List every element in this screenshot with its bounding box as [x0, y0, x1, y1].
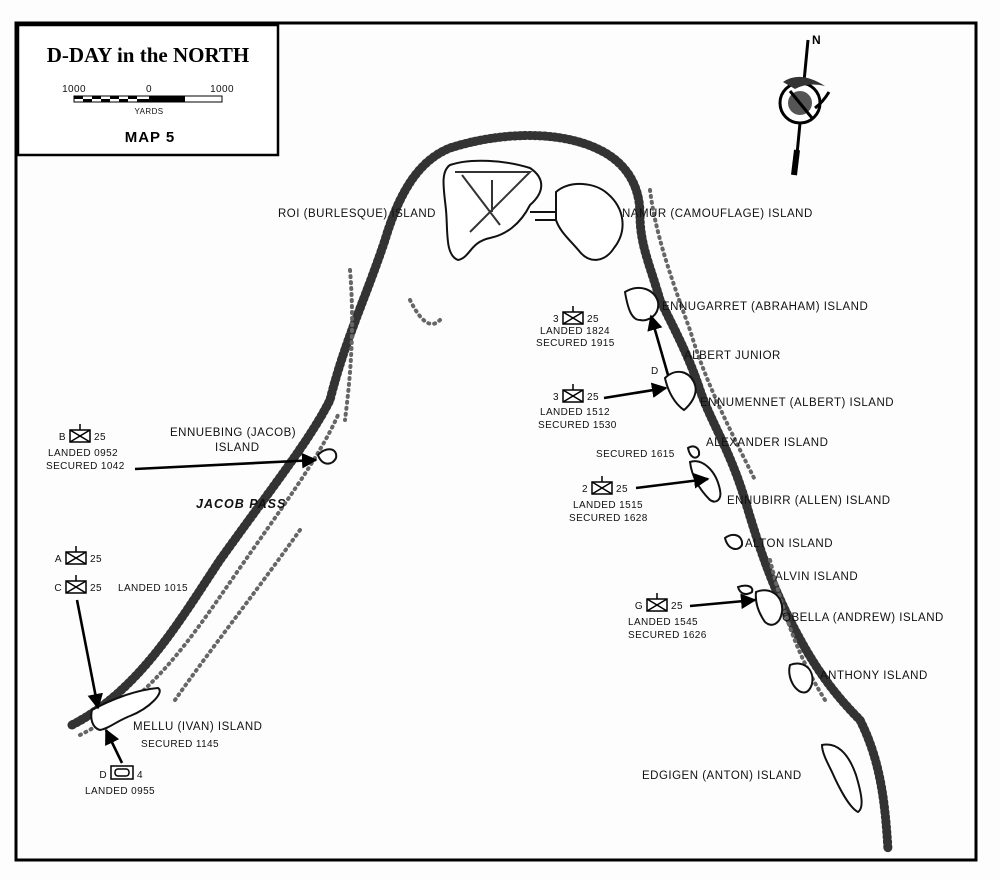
- svg-text:3: 3: [553, 392, 559, 403]
- unit-2-25-ennubirr: 2 25 LANDED 1515 SECURED 1628: [569, 476, 648, 524]
- ennugarret-label: ENNUGARRET (ABRAHAM) ISLAND: [662, 301, 868, 313]
- alexander-secured: SECURED 1615: [596, 449, 675, 460]
- svg-text:SECURED 1628: SECURED 1628: [569, 513, 648, 524]
- scale-left: 1000: [62, 84, 86, 95]
- albert-junior-label: ALBERT JUNIOR: [684, 350, 781, 362]
- anthony-island: [788, 662, 814, 694]
- obella-label: OBELLA (ANDREW) ISLAND: [782, 612, 944, 624]
- mellu-island: [90, 686, 161, 732]
- svg-text:B: B: [59, 432, 66, 443]
- arrow-to-ennubirr: [635, 473, 710, 490]
- alexander-label: ALEXANDER ISLAND: [706, 437, 828, 449]
- map-title: D-DAY in the NORTH: [47, 43, 249, 67]
- svg-text:SECURED 1915: SECURED 1915: [536, 338, 615, 349]
- roi-label: ROI (BURLESQUE) ISLAND: [278, 208, 436, 220]
- svg-text:LANDED 1515: LANDED 1515: [573, 500, 643, 511]
- edgigen-island: [820, 743, 863, 814]
- arrow-to-obella: [689, 593, 757, 610]
- scale-bar: 1000 0 1000 YARDS: [62, 84, 234, 116]
- mellu-secured: SECURED 1145: [141, 739, 219, 750]
- svg-text:SECURED 1042: SECURED 1042: [46, 461, 125, 472]
- unit-g-25-obella: G 25 LANDED 1545 SECURED 1626: [628, 593, 707, 641]
- alvin-island: [736, 584, 754, 596]
- arrow-to-mellu-from-north: [75, 599, 103, 710]
- anthony-label: ANTHONY ISLAND: [820, 670, 928, 682]
- alton-label: ALTON ISLAND: [745, 538, 833, 550]
- arrow-to-ennumennet: [603, 382, 668, 400]
- svg-text:LANDED 0952: LANDED 0952: [48, 448, 118, 459]
- svg-text:2: 2: [582, 484, 588, 495]
- svg-text:25: 25: [671, 601, 683, 612]
- ennugarret-island: [623, 287, 660, 322]
- obella-island: [754, 589, 784, 626]
- map-frame: [14, 21, 978, 862]
- arrow-to-mellu-from-south: [104, 728, 124, 764]
- unit-3-25-ennugarret: 3 25 LANDED 1824 SECURED 1915: [536, 306, 615, 349]
- map-number: MAP 5: [125, 129, 176, 146]
- scale-right: 1000: [210, 84, 234, 95]
- svg-text:SECURED 1626: SECURED 1626: [628, 630, 707, 641]
- alexander-island: [686, 445, 701, 459]
- svg-text:LANDED 1015: LANDED 1015: [118, 583, 188, 594]
- jacob-pass-label: JACOB PASS: [196, 497, 286, 511]
- north-label: N: [812, 33, 821, 47]
- unit-a-25: A 25: [55, 546, 102, 565]
- ennumennet-label: ENNUMENNET (ALBERT) ISLAND: [700, 397, 894, 409]
- edgigen-label: EDGIGEN (ANTON) ISLAND: [642, 770, 802, 782]
- svg-text:LANDED 0955: LANDED 0955: [85, 786, 155, 797]
- unit-3-25-ennumennet: 3 25 LANDED 1512 SECURED 1530: [538, 384, 617, 431]
- svg-text:C: C: [54, 583, 62, 594]
- svg-text:LANDED 1824: LANDED 1824: [540, 326, 610, 337]
- ennumennet-island: [663, 370, 697, 412]
- unit-b-25-ennuebing: B 25 LANDED 0952 SECURED 1042: [46, 424, 125, 472]
- svg-text:A: A: [55, 554, 62, 565]
- scale-center: 0: [146, 84, 152, 95]
- albert-junior-marker: D: [651, 366, 659, 377]
- svg-text:25: 25: [616, 484, 628, 495]
- alton-island: [723, 533, 744, 551]
- svg-text:4: 4: [137, 770, 143, 781]
- svg-text:25: 25: [587, 392, 599, 403]
- unit-c-25: C 25 LANDED 1015: [54, 575, 188, 594]
- svg-text:3: 3: [553, 314, 559, 325]
- svg-text:LANDED 1512: LANDED 1512: [540, 407, 610, 418]
- svg-text:25: 25: [94, 432, 106, 443]
- svg-text:LANDED 1545: LANDED 1545: [628, 617, 698, 628]
- mellu-label: MELLU (IVAN) ISLAND: [133, 721, 262, 733]
- alvin-label: ALVIN ISLAND: [775, 571, 858, 583]
- namur-island: [530, 183, 624, 261]
- ennubirr-label: ENNUBIRR (ALLEN) ISLAND: [727, 495, 891, 507]
- unit-d-4: D 4 LANDED 0955: [85, 765, 155, 797]
- svg-text:25: 25: [587, 314, 599, 325]
- namur-label: NAMUR (CAMOUFLAGE) ISLAND: [622, 208, 813, 220]
- emblem-icon: [778, 76, 831, 125]
- svg-text:SECURED 1530: SECURED 1530: [538, 420, 617, 431]
- svg-text:25: 25: [90, 583, 102, 594]
- scale-unit: YARDS: [135, 107, 164, 116]
- north-arrow-icon: N: [778, 33, 831, 176]
- arrow-to-ennuebing: [134, 452, 318, 471]
- arrow-to-ennugarret: [647, 314, 670, 376]
- svg-text:25: 25: [90, 554, 102, 565]
- svg-text:D: D: [99, 770, 107, 781]
- title-box: D-DAY in the NORTH 1000 0 1000 YARDS MAP…: [16, 23, 280, 157]
- ennuebing-label-line1: ENNUEBING (JACOB): [170, 427, 296, 439]
- ennuebing-label-line2: ISLAND: [215, 442, 260, 454]
- ennuebing-island: [316, 448, 338, 465]
- svg-text:G: G: [635, 601, 643, 612]
- roi-island: [442, 159, 543, 262]
